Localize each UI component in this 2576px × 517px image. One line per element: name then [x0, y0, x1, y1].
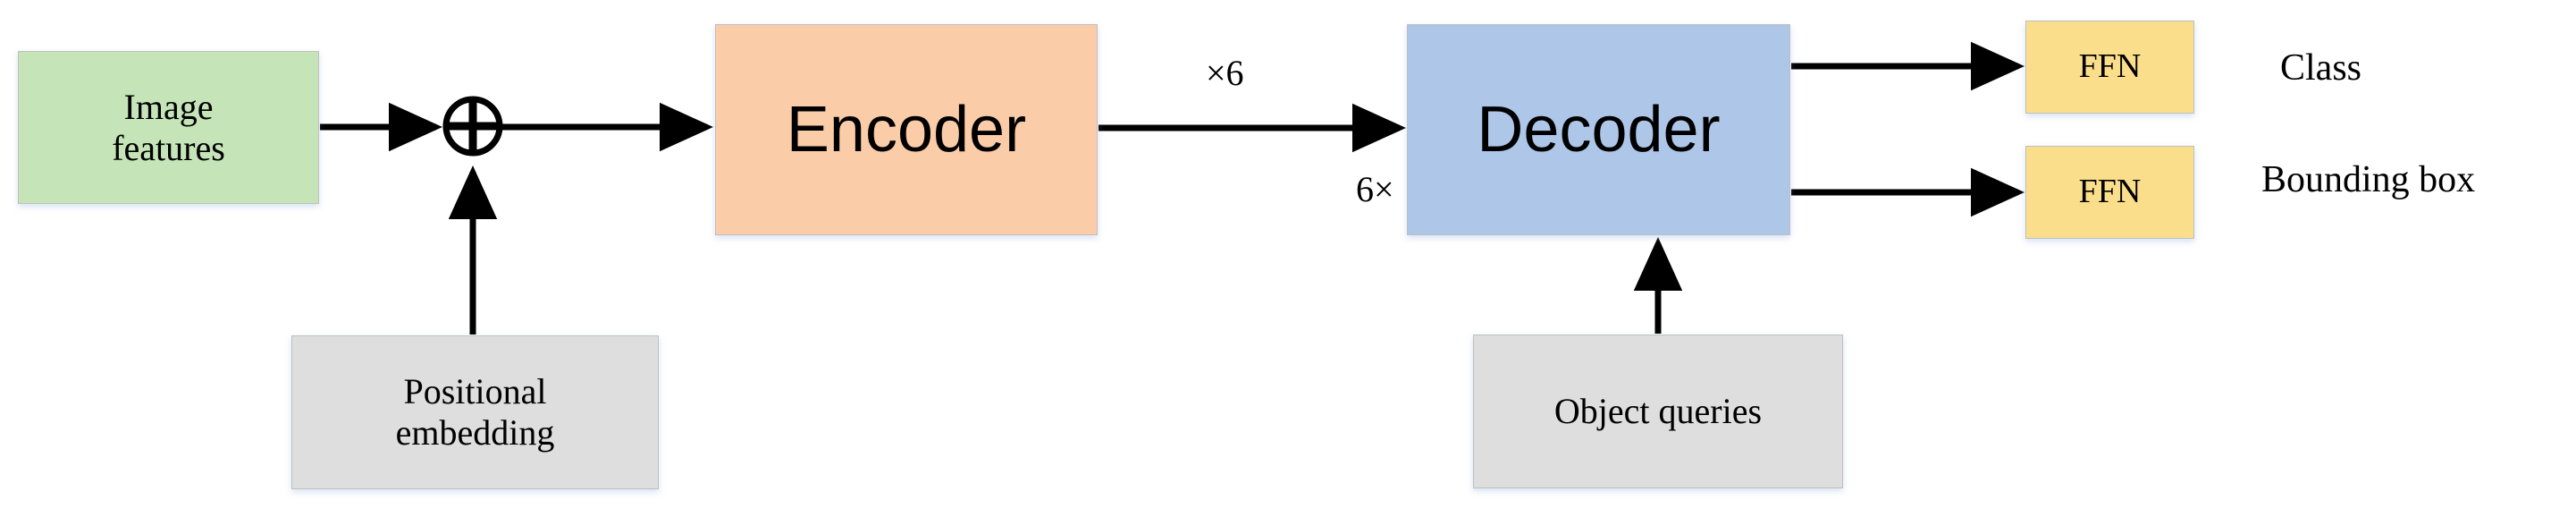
node-ffn-bounding-box-label: FFN — [2078, 173, 2142, 211]
positional-embedding-line-1: Positional — [403, 371, 547, 412]
node-positional-embedding-label: Positional embedding — [396, 371, 555, 453]
node-decoder[interactable]: Decoder — [1407, 24, 1790, 235]
node-ffn-class[interactable]: FFN — [2025, 21, 2194, 114]
sum-operator[interactable] — [444, 97, 501, 155]
node-encoder-label: Encoder — [786, 93, 1027, 165]
node-ffn-class-label: FFN — [2078, 47, 2142, 86]
node-image-features[interactable]: Image features — [18, 51, 319, 204]
annotation-bounding-box-output: Bounding box — [2261, 159, 2476, 200]
annotation-decoder-repeat: 6× — [1356, 169, 1394, 209]
node-image-features-label: Image features — [112, 87, 225, 168]
node-encoder[interactable]: Encoder — [715, 24, 1098, 235]
annotation-class-output: Class — [2280, 47, 2362, 89]
node-object-queries-label: Object queries — [1553, 391, 1763, 432]
positional-embedding-line-2: embedding — [395, 412, 555, 453]
node-positional-embedding[interactable]: Positional embedding — [291, 335, 659, 489]
image-features-line-2: features — [112, 127, 225, 168]
node-object-queries[interactable]: Object queries — [1473, 335, 1843, 488]
image-features-line-1: Image — [123, 86, 214, 127]
annotation-encoder-repeat: ×6 — [1206, 53, 1244, 93]
node-ffn-bounding-box[interactable]: FFN — [2025, 146, 2194, 239]
node-decoder-label: Decoder — [1477, 93, 1721, 165]
